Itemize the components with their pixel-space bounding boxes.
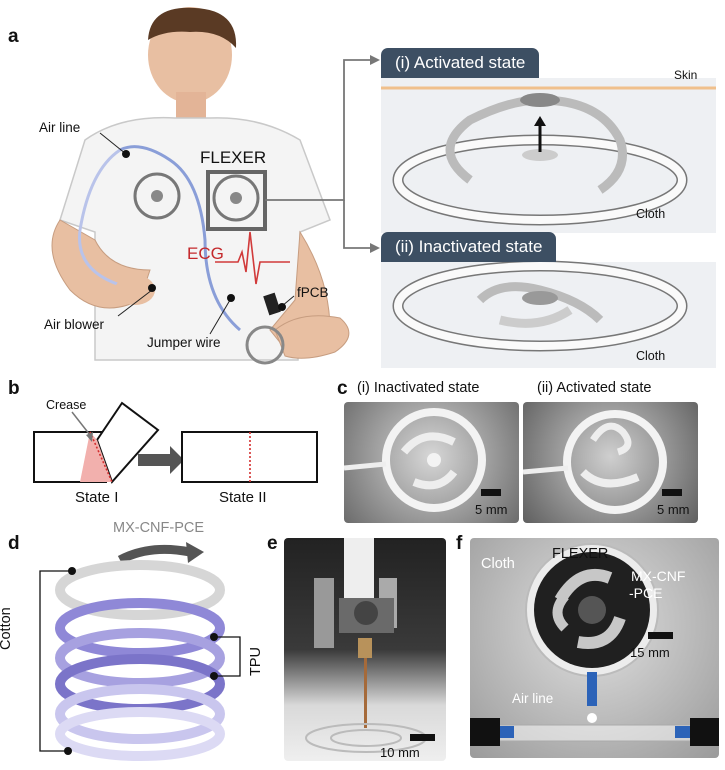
cloth-label-f: Cloth bbox=[481, 556, 515, 572]
activated-photo-title: (ii) Activated state bbox=[537, 380, 652, 396]
cotton-label: Cotton bbox=[0, 607, 14, 650]
flexer-label-f: FLEXER bbox=[552, 546, 609, 562]
skin-label: Skin bbox=[674, 68, 698, 82]
scale-label-c1: 5 mm bbox=[475, 502, 508, 517]
crease-diagram bbox=[33, 401, 318, 484]
cloth-label-activated: Cloth bbox=[636, 207, 666, 221]
jumper-wire-label: Jumper wire bbox=[147, 335, 221, 350]
panel-f-letter: f bbox=[456, 533, 463, 554]
air-line-label: Air line bbox=[39, 120, 81, 135]
flexer-on-cloth-photo bbox=[470, 538, 719, 758]
state-ii-label: State II bbox=[219, 489, 267, 506]
cloth-label-inactivated: Cloth bbox=[636, 349, 666, 363]
panel-c-letter: c bbox=[337, 378, 348, 399]
inactivated-state-title: (ii) Inactivated state bbox=[381, 232, 557, 262]
layer-stack-diagram bbox=[39, 542, 241, 761]
tpu-label: TPU bbox=[248, 647, 264, 676]
air-line-label-f: Air line bbox=[512, 691, 554, 706]
scale-bar-e bbox=[410, 734, 435, 741]
printer-photo bbox=[284, 538, 446, 761]
person-illustration bbox=[51, 7, 350, 365]
mx-cnf-pce-label: MX-CNF-PCE bbox=[113, 520, 205, 536]
panel-e-letter: e bbox=[267, 533, 278, 554]
inactivated-state-illustration bbox=[381, 260, 716, 368]
scale-label-e: 10 mm bbox=[380, 745, 420, 760]
scale-bar-c1 bbox=[481, 489, 501, 496]
state-i-label: State I bbox=[75, 489, 119, 506]
panel-a-letter: a bbox=[8, 26, 19, 47]
activated-photo bbox=[523, 402, 698, 523]
activated-state-title: (i) Activated state bbox=[381, 48, 540, 78]
ecg-label: ECG bbox=[187, 244, 224, 263]
air-blower-label: Air blower bbox=[44, 317, 105, 332]
mx-cnf-label-f-line2: -PCE bbox=[629, 585, 663, 601]
scale-label-c2: 5 mm bbox=[657, 502, 690, 517]
scale-bar-f bbox=[648, 632, 673, 639]
crease-label: Crease bbox=[46, 398, 87, 412]
fpcb-label: fPCB bbox=[297, 285, 329, 300]
mx-cnf-label-f-line1: MX-CNF bbox=[631, 568, 686, 584]
inactivated-photo-title: (i) Inactivated state bbox=[357, 380, 480, 396]
scale-label-f: 15 mm bbox=[630, 645, 670, 660]
panel-b-letter: b bbox=[8, 378, 20, 399]
panel-d-letter: d bbox=[8, 533, 20, 554]
flexer-label: FLEXER bbox=[200, 148, 267, 167]
scale-bar-c2 bbox=[662, 489, 682, 496]
activated-state-illustration bbox=[381, 78, 716, 233]
inactivated-photo bbox=[344, 402, 519, 523]
